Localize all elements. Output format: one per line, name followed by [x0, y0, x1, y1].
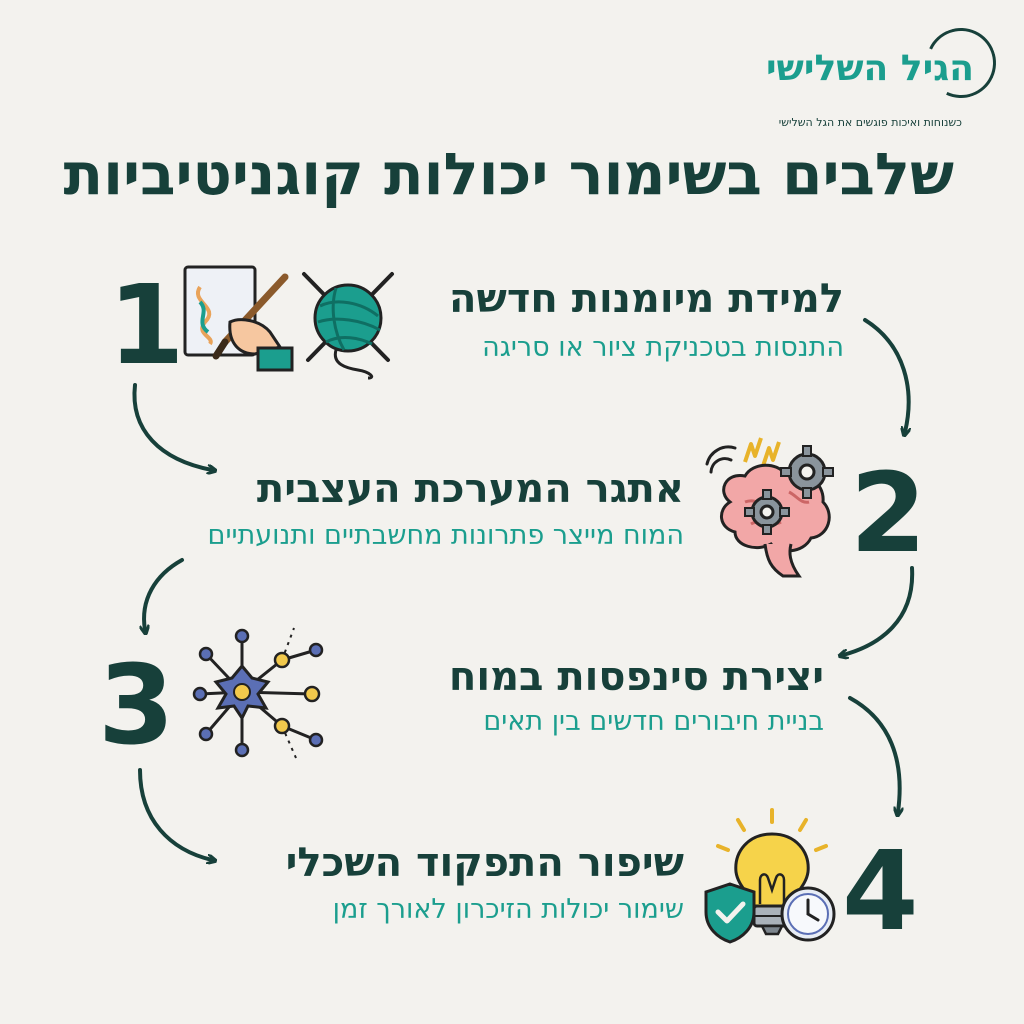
- neuron-icon: [192, 627, 324, 759]
- arrow-left-1: [132, 383, 212, 470]
- step-subtitle-1: התנסות בטכניקת ציור או סריגה: [482, 332, 844, 363]
- arrow-1-to-2: [863, 318, 909, 432]
- step-title-3: יצירת סינפסות במוח: [448, 654, 824, 700]
- brand-tagline: כשנוחות ואיכות פוגשים את הגל השלישי: [778, 116, 962, 129]
- painting-icon: [183, 265, 294, 372]
- brand-logo: הגיל השלישי כשנוחות ואיכות פוגשים את הגל…: [756, 18, 1006, 129]
- yarn-ball-icon: [302, 272, 394, 380]
- page-title: שלבים בשימור יכולות קוגניטיביות: [63, 140, 954, 208]
- step-number-4: 4: [842, 827, 919, 955]
- step-number-1: 1: [108, 261, 185, 389]
- step-title-4: שיפור התפקוד השכלי: [285, 840, 684, 886]
- step-title-2: אתגר המערכת העצבית: [256, 466, 684, 512]
- step-subtitle-3: בניית חיבורים חדשים בין תאים: [483, 706, 824, 737]
- brain-gears-icon: [705, 437, 834, 578]
- step-subtitle-4: שימור יכולות הזיכרון לאורך זמן: [332, 894, 684, 925]
- arrow-left-3: [138, 768, 212, 860]
- step-subtitle-2: המוח מייצר פתרונות מחשבתיים ותנועתיים: [207, 520, 684, 551]
- lightbulb-shield-clock-icon: [704, 808, 836, 944]
- arrow-left-2: [144, 558, 184, 630]
- arrow-right-3: [848, 696, 900, 812]
- step-number-2: 2: [850, 449, 927, 577]
- step-title-1: למידת מיומנות חדשה: [449, 276, 844, 322]
- brand-name: הגיל השלישי: [765, 48, 974, 89]
- step-number-3: 3: [98, 641, 175, 769]
- arrow-right-2: [843, 566, 915, 655]
